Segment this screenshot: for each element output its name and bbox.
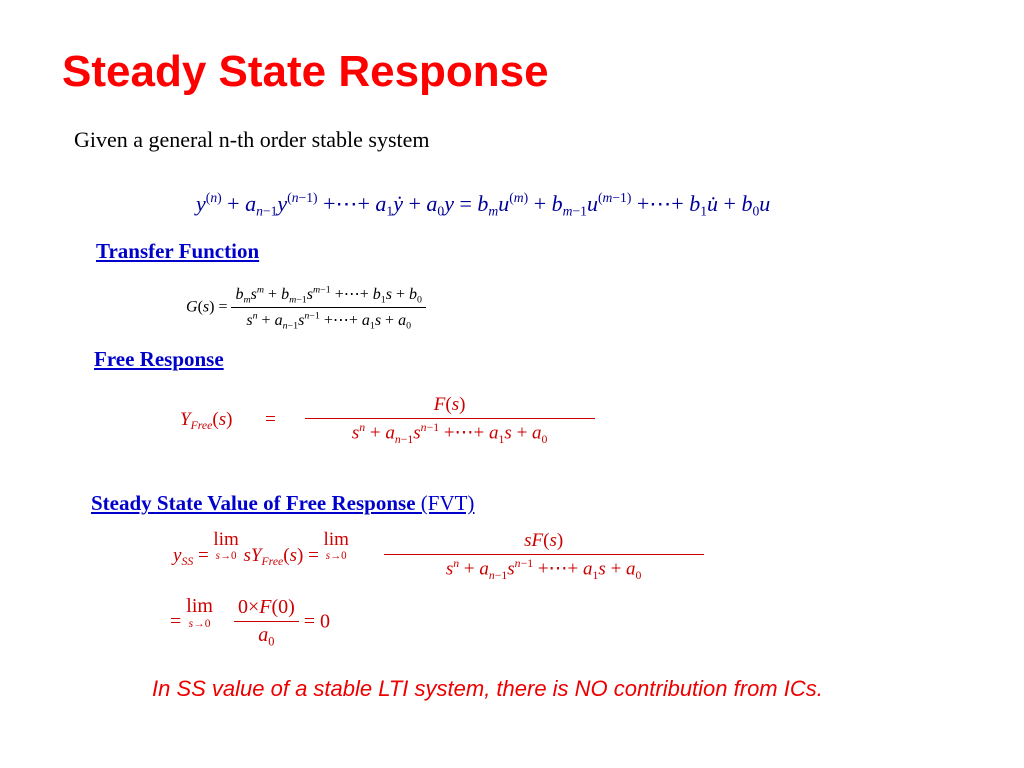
transfer-function-equation: G(s) = bmsm + bm−1sm−1 +⋯+ b1s + b0 sn +… [186,284,426,332]
slide-title: Steady State Response [62,47,549,96]
steady-state-heading: Steady State Value of Free Response (FVT… [91,491,474,516]
transfer-function-heading: Transfer Function [96,239,260,263]
intro-text: Given a general n-th order stable system [74,127,430,152]
fvt-label: (FVT) [415,491,475,515]
free-response-equation: YFree(s) = F(s) sn + an−1sn−1 +⋯+ a1s + … [180,394,595,447]
conclusion-note: In SS value of a stable LTI system, ther… [152,676,823,701]
steady-state-heading-text: Steady State Value of Free Response [91,491,416,515]
free-response-heading: Free Response [94,347,224,371]
differential-equation: y(n) + an−1y(n−1) +⋯+ a1ẏ + a0y = bmu(m)… [196,190,771,219]
